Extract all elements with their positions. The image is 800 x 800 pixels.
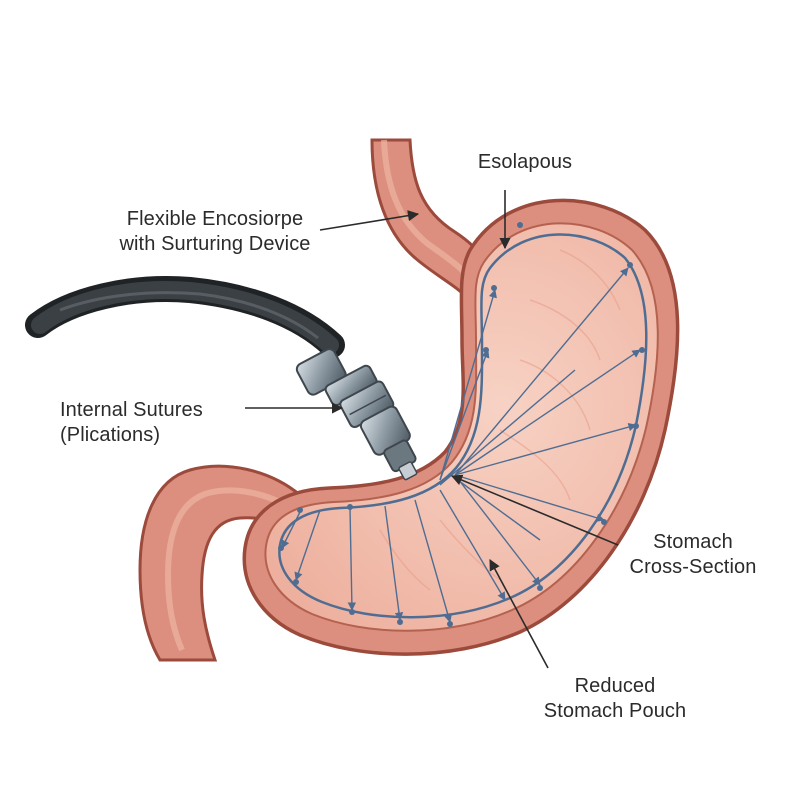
label-reduced-pouch: Reduced Stomach Pouch	[520, 674, 710, 724]
label-endoscope: Flexible Encosiorpe with Surturing Devic…	[95, 207, 335, 257]
label-pouch-line2: Stomach Pouch	[543, 700, 687, 722]
callout-arrows	[245, 190, 619, 669]
label-endoscope-line2: with Surturing Device	[119, 233, 311, 255]
internal-sutures	[278, 222, 648, 627]
label-cross-section: Stomach Cross-Section	[608, 530, 778, 580]
label-sutures-line1: Internal Sutures	[60, 399, 203, 421]
stomach	[242, 198, 680, 656]
suturing-device	[295, 348, 418, 481]
label-esophagus-text: Esolapous	[477, 151, 573, 173]
label-sutures-line2: (Plications)	[60, 424, 161, 446]
label-esophagus: Esolapous	[465, 150, 585, 175]
label-pouch-line1: Reduced	[574, 675, 656, 697]
stomach-cross-section	[264, 222, 659, 632]
label-cross-section-line1: Stomach	[653, 531, 733, 553]
label-endoscope-line1: Flexible Encosiorpe	[126, 208, 304, 230]
label-sutures: Internal Sutures (Plications)	[60, 398, 240, 448]
endoscope-icon	[25, 276, 418, 481]
label-cross-section-line2: Cross-Section	[629, 556, 757, 578]
